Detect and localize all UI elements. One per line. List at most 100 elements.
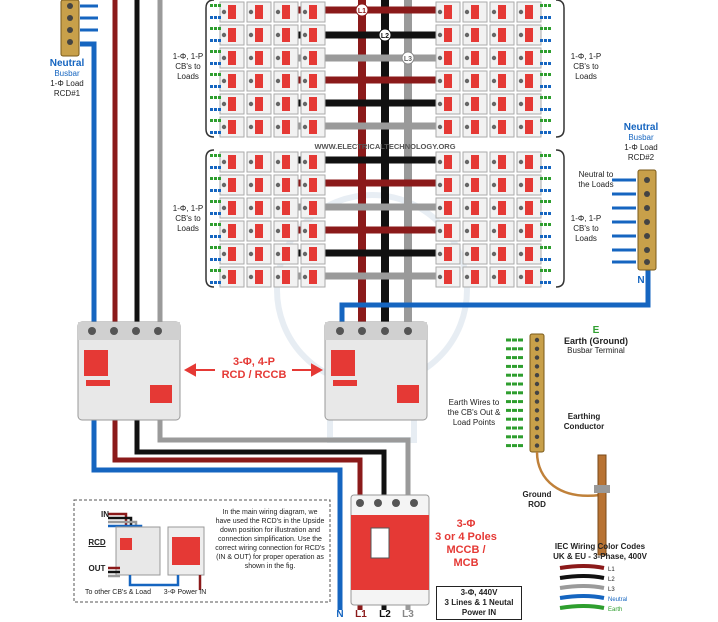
earth-wire-stub bbox=[512, 426, 517, 430]
cb-green-terminals bbox=[210, 96, 221, 111]
cb-green-terminals bbox=[210, 177, 221, 192]
cb-module bbox=[489, 220, 515, 242]
earth-wire-stub bbox=[512, 356, 517, 360]
cb-module bbox=[246, 1, 272, 23]
cb-label-top-left: 1-Φ, 1-P CB's to Loads bbox=[172, 52, 204, 81]
earth-wire-stub bbox=[512, 400, 517, 404]
earth-wire-stub bbox=[512, 338, 517, 342]
earth-wire-stub bbox=[512, 391, 517, 395]
cb-module bbox=[435, 197, 461, 219]
cb-module bbox=[219, 47, 245, 69]
cb-module bbox=[489, 151, 515, 173]
bracket-left bbox=[205, 0, 215, 138]
cb-module bbox=[435, 93, 461, 115]
earth-wire-stub bbox=[512, 444, 517, 448]
legend-item-l2: L2 bbox=[608, 577, 615, 583]
cb-module bbox=[219, 243, 245, 265]
legend-wire bbox=[559, 574, 605, 580]
cb-green-terminals bbox=[540, 27, 551, 42]
legend-title1: IEC Wiring Color Codes bbox=[554, 542, 646, 551]
earth-wire-stub bbox=[512, 408, 517, 412]
cb-module bbox=[273, 243, 299, 265]
busbar-subtitle-2: Busbar bbox=[628, 133, 654, 142]
earth-title: Earth (Ground) bbox=[564, 336, 628, 346]
power-in-box: 3-Φ, 440V 3 Lines & 1 Neutal Power IN bbox=[436, 586, 522, 620]
cb-module bbox=[516, 24, 542, 46]
cb-module bbox=[300, 266, 326, 288]
cb-module bbox=[462, 197, 488, 219]
cb-module bbox=[219, 93, 245, 115]
earth-wire-stub bbox=[506, 364, 511, 368]
cb-module bbox=[435, 116, 461, 138]
cb-module bbox=[273, 93, 299, 115]
cb-module bbox=[462, 174, 488, 196]
cb-module bbox=[489, 24, 515, 46]
cb-green-terminals bbox=[540, 4, 551, 19]
earth-pin bbox=[534, 434, 540, 439]
earth-wire-stub bbox=[518, 347, 523, 351]
cb-module bbox=[273, 266, 299, 288]
cb-module bbox=[273, 151, 299, 173]
cb-module bbox=[516, 70, 542, 92]
cb-green-terminals bbox=[210, 50, 221, 65]
earth-wire-stub bbox=[518, 364, 523, 368]
inset-in-label: IN bbox=[101, 510, 109, 519]
cb-module bbox=[435, 70, 461, 92]
cb-module bbox=[435, 47, 461, 69]
cb-module bbox=[273, 197, 299, 219]
earth-wire-stub bbox=[518, 338, 523, 342]
cb-module bbox=[219, 266, 245, 288]
earth-wire-stub bbox=[518, 417, 523, 421]
legend-wire bbox=[559, 584, 605, 590]
earth-wire-stub bbox=[512, 417, 517, 421]
earth-pin bbox=[534, 381, 540, 387]
earth-wire-stub bbox=[506, 400, 511, 404]
inset-rcd-label: RCD bbox=[88, 538, 106, 547]
legend-wires bbox=[559, 564, 605, 610]
cb-module bbox=[300, 24, 326, 46]
mccb-label-line1: 3-Φ bbox=[456, 518, 476, 530]
earth-wire-stub bbox=[506, 391, 511, 395]
cb-module bbox=[489, 243, 515, 265]
cb-module bbox=[435, 266, 461, 288]
cb-module bbox=[246, 93, 272, 115]
cb-module bbox=[516, 174, 542, 196]
cb-module bbox=[462, 266, 488, 288]
bracket-left bbox=[205, 149, 215, 288]
bracket-right bbox=[555, 0, 565, 138]
cb-module bbox=[300, 93, 326, 115]
rcd-arrows bbox=[183, 363, 324, 377]
cb-module bbox=[219, 1, 245, 23]
cb-module bbox=[273, 70, 299, 92]
cb-module bbox=[462, 243, 488, 265]
earth-wire-stub bbox=[518, 444, 523, 448]
legend-item-earth: Earth bbox=[608, 607, 623, 613]
legend-wire bbox=[559, 564, 605, 570]
cb-green-terminals bbox=[540, 223, 551, 238]
cb-module bbox=[219, 197, 245, 219]
power-in-line2: 3 Lines & 1 Neutal bbox=[444, 598, 514, 607]
cb-green-terminals bbox=[210, 73, 221, 88]
cb-module bbox=[300, 47, 326, 69]
legend-item-l3: L3 bbox=[608, 587, 615, 593]
cb-label-bottom-left: 1-Φ, 1-P CB's to Loads bbox=[172, 204, 204, 233]
rcd-left bbox=[77, 321, 181, 421]
cb-module bbox=[489, 174, 515, 196]
earth-wire-stub bbox=[512, 382, 517, 386]
cb-module bbox=[219, 70, 245, 92]
cb-module bbox=[516, 220, 542, 242]
earth-wire-stub bbox=[506, 435, 511, 439]
cb-module bbox=[246, 24, 272, 46]
cb-label-bottom-right: 1-Φ, 1-P CB's to Loads bbox=[570, 214, 602, 243]
cb-module bbox=[300, 1, 326, 23]
legend-title2: UK & EU - 3-Phase, 400V bbox=[553, 552, 647, 561]
cb-module bbox=[435, 220, 461, 242]
cb-green-terminals bbox=[540, 177, 551, 192]
cb-green-terminals bbox=[210, 119, 221, 134]
neutral-busbar-2-label: Neutral Busbar 1-Φ Load RCD#2 bbox=[612, 122, 670, 163]
cb-module bbox=[300, 70, 326, 92]
cb-module bbox=[246, 174, 272, 196]
cb-module bbox=[246, 151, 272, 173]
earth-wire-stub bbox=[512, 364, 517, 368]
